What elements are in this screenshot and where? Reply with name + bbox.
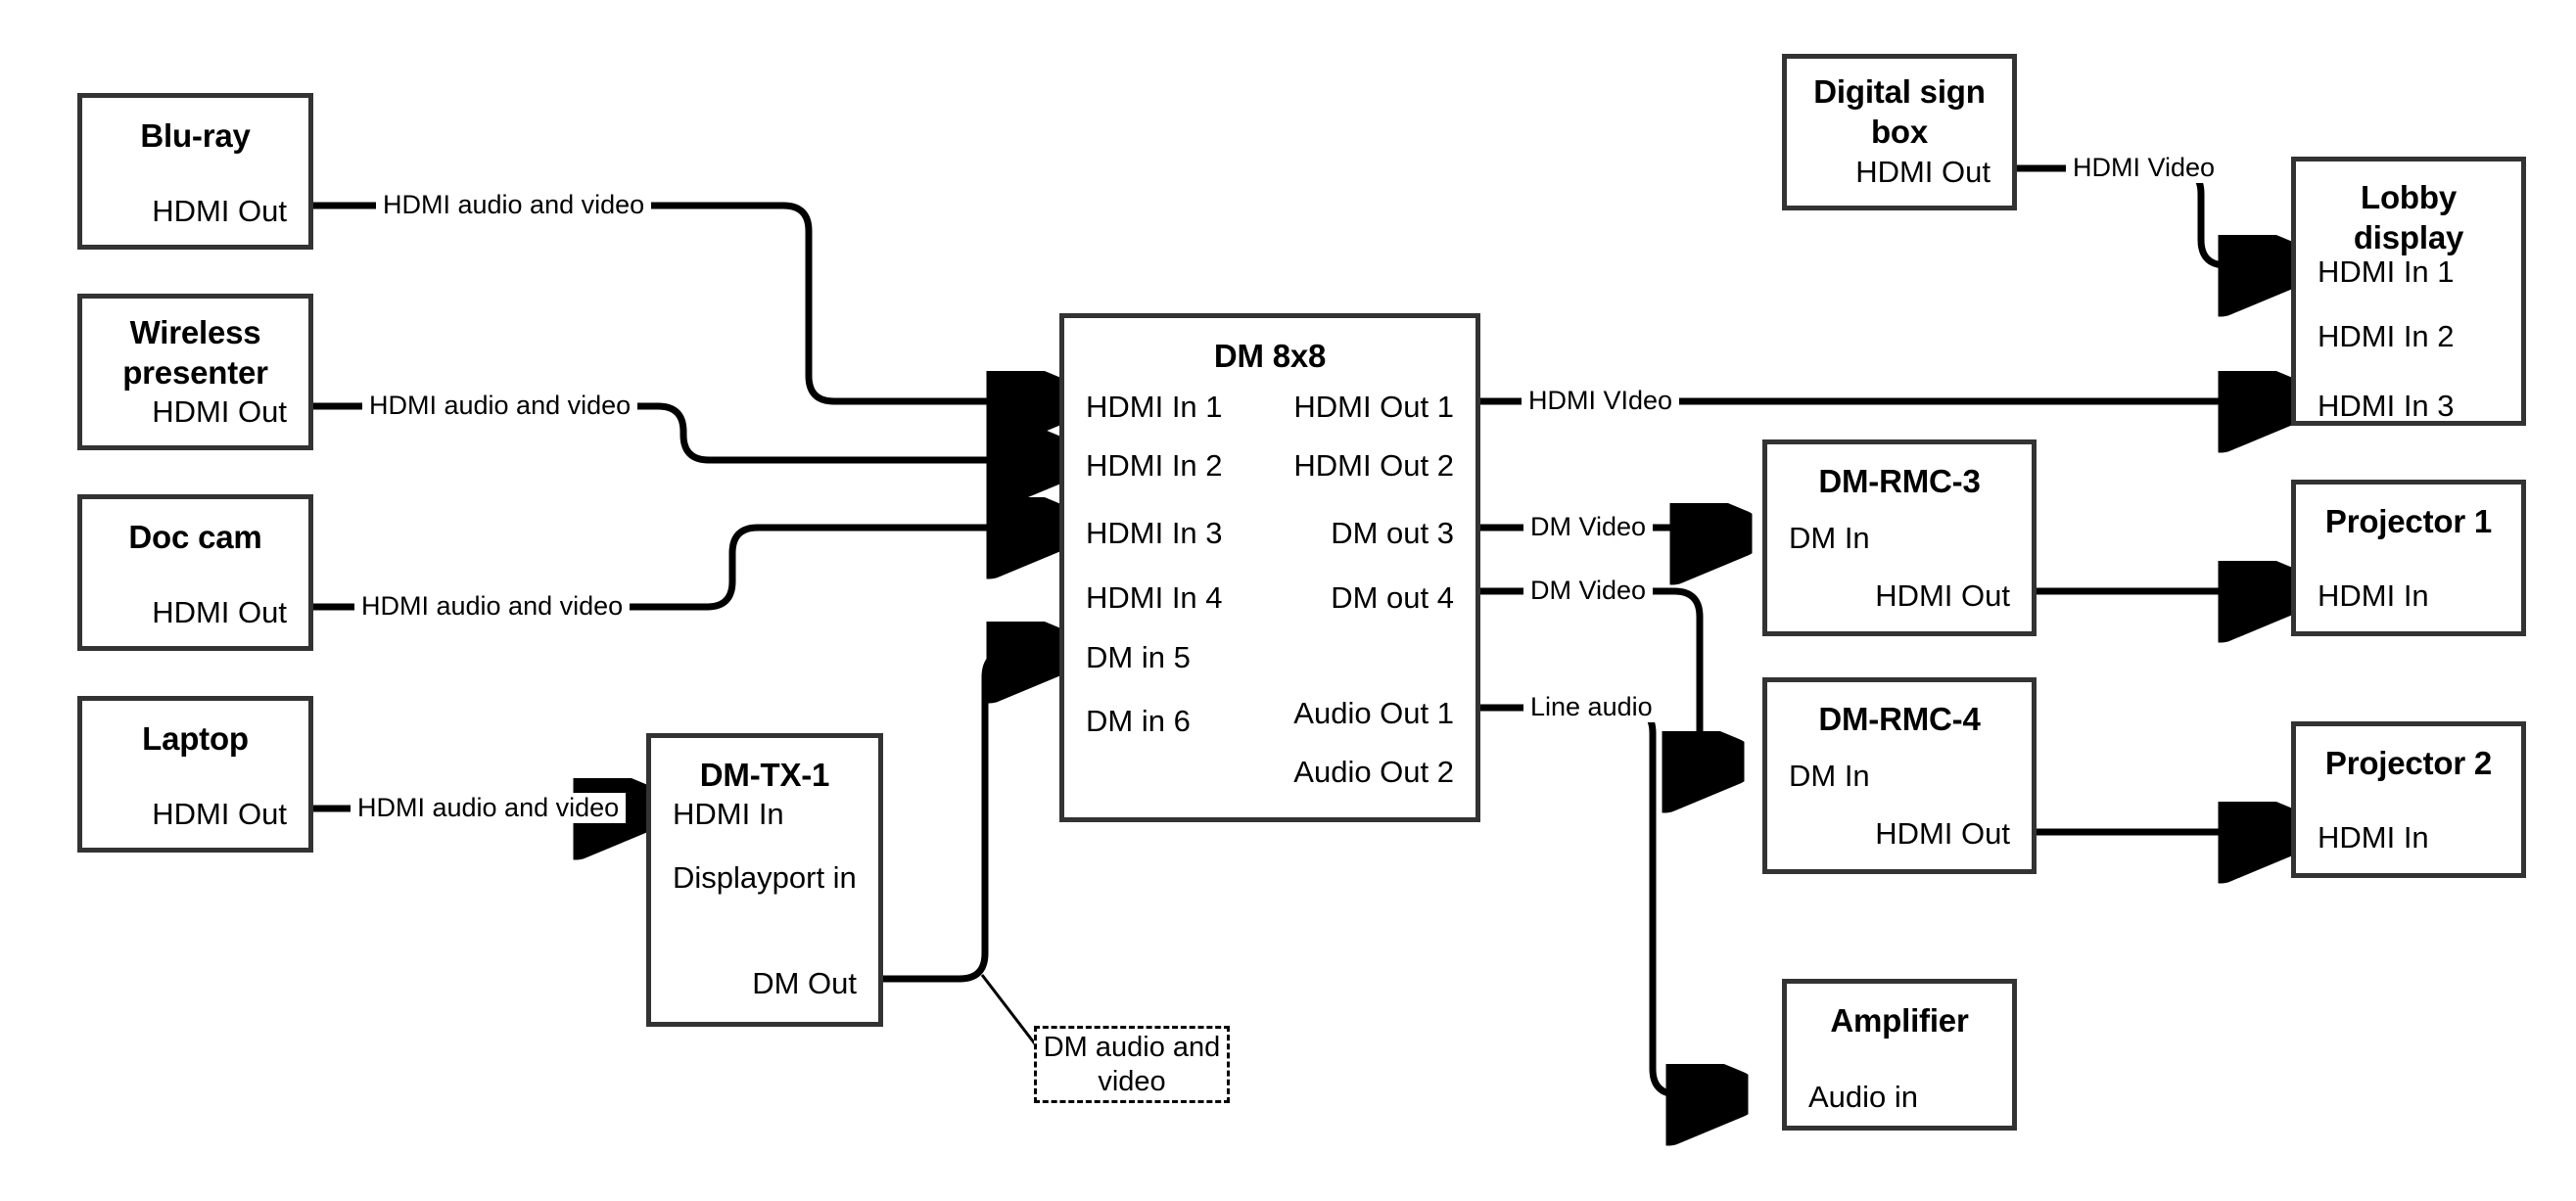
node-dm-rmc-4-port-hdmi-out: HDMI Out xyxy=(1875,816,2010,851)
node-lobby-display-port-hdmi-in-1: HDMI In 1 xyxy=(2318,254,2455,289)
wire-bluray-to-dm8x8 xyxy=(313,202,1050,401)
leader-line-dm-note xyxy=(980,974,1042,1051)
wire-dm8x8-audio1-to-amplifier xyxy=(1480,704,1729,1094)
node-blu-ray-port-hdmi-out: HDMI Out xyxy=(152,194,287,228)
node-lobby-display-title-line2: display xyxy=(2353,219,2464,255)
node-digital-sign-box-title-line2: box xyxy=(1870,114,1929,150)
edge-label-dm8x8-audio1-to-amplifier: Line audio xyxy=(1523,692,1660,722)
node-amplifier-port-audio-in: Audio in xyxy=(1808,1080,1919,1114)
wire-dm8x8-out3-to-rmc3 xyxy=(1480,527,1733,543)
node-projector-2[interactable]: Projector 2 HDMI In xyxy=(2291,721,2526,878)
node-dm-8x8-output-dm-out-3: DM out 3 xyxy=(1331,516,1454,550)
node-blu-ray[interactable]: Blu-ray HDMI Out xyxy=(77,93,313,250)
node-wireless-presenter-title-line1: Wireless xyxy=(129,314,261,350)
wire-doccam-to-dm8x8 xyxy=(313,528,1050,611)
node-digital-sign-box-title-line1: Digital sign xyxy=(1813,73,1986,110)
node-lobby-display[interactable]: Lobby display HDMI In 1 HDMI In 2 HDMI I… xyxy=(2291,157,2526,426)
edge-label-wireless-to-dm8x8: HDMI audio and video xyxy=(362,391,638,421)
node-amplifier[interactable]: Amplifier Audio in xyxy=(1782,979,2017,1131)
edge-label-dm8x8-out3-to-rmc3: DM Video xyxy=(1523,512,1654,542)
node-wireless-presenter-port-hdmi-out: HDMI Out xyxy=(152,394,287,429)
node-projector-2-title: Projector 2 xyxy=(2324,745,2493,781)
node-dm-rmc-4[interactable]: DM-RMC-4 DM In HDMI Out xyxy=(1762,677,2037,874)
node-dm-8x8-input-hdmi-in-2: HDMI In 2 xyxy=(1086,448,1223,483)
node-digital-sign-box-port-hdmi-out: HDMI Out xyxy=(1855,155,1991,189)
node-dm-8x8-output-audio-out-1: Audio Out 1 xyxy=(1293,696,1454,730)
node-dm-tx-1-port-hdmi-in: HDMI In xyxy=(673,797,784,831)
node-dm-rmc-3-title: DM-RMC-3 xyxy=(1818,463,1981,499)
node-lobby-display-title-line1: Lobby xyxy=(2361,179,2457,215)
node-digital-sign-box[interactable]: Digital sign box HDMI Out xyxy=(1782,54,2017,210)
edge-label-doccam-to-dm8x8: HDMI audio and video xyxy=(354,591,631,622)
node-dm-8x8-output-audio-out-2: Audio Out 2 xyxy=(1293,755,1454,789)
node-dm-8x8-input-dm-in-6: DM in 6 xyxy=(1086,704,1191,738)
node-dm-tx-1[interactable]: DM-TX-1 HDMI In Displayport in DM Out xyxy=(646,733,883,1027)
node-laptop[interactable]: Laptop HDMI Out xyxy=(77,696,313,853)
node-amplifier-title: Amplifier xyxy=(1830,1002,1969,1039)
wire-dmtx1-to-dm8x8 xyxy=(883,652,1050,983)
node-wireless-presenter[interactable]: Wireless presenter HDMI Out xyxy=(77,294,313,450)
node-dm-tx-1-port-displayport-in: Displayport in xyxy=(673,860,857,895)
node-dm-rmc-3-port-hdmi-out: HDMI Out xyxy=(1875,578,2010,613)
node-dm-8x8-input-hdmi-in-1: HDMI In 1 xyxy=(1086,390,1223,424)
node-dm-8x8-output-dm-out-4: DM out 4 xyxy=(1331,580,1454,615)
edge-label-dm8x8-out4-to-rmc4: DM Video xyxy=(1523,576,1654,606)
node-doc-cam-port-hdmi-out: HDMI Out xyxy=(152,595,287,629)
edge-label-bluray-to-dm8x8: HDMI audio and video xyxy=(376,190,652,220)
node-dm-8x8-input-hdmi-in-4: HDMI In 4 xyxy=(1086,580,1223,615)
node-dm-8x8-output-hdmi-out-1: HDMI Out 1 xyxy=(1293,390,1454,424)
node-dm-8x8-output-hdmi-out-2: HDMI Out 2 xyxy=(1293,448,1454,483)
node-dm-rmc-4-title: DM-RMC-4 xyxy=(1818,701,1981,737)
node-dm-8x8[interactable]: DM 8x8 HDMI In 1 HDMI In 2 HDMI In 3 HDM… xyxy=(1059,313,1480,822)
node-doc-cam-title: Doc cam xyxy=(128,519,262,555)
node-lobby-display-port-hdmi-in-3: HDMI In 3 xyxy=(2318,389,2455,423)
node-dm-rmc-3-port-dm-in: DM In xyxy=(1789,521,1870,555)
node-projector-2-port-hdmi-in: HDMI In xyxy=(2318,820,2429,855)
edge-label-laptop-to-dmtx1: HDMI audio and video xyxy=(351,793,627,823)
node-dm-rmc-3[interactable]: DM-RMC-3 DM In HDMI Out xyxy=(1762,439,2037,636)
node-laptop-port-hdmi-out: HDMI Out xyxy=(152,797,287,831)
edge-label-sign-to-lobby: HDMI Video xyxy=(2066,153,2223,183)
node-dm-8x8-input-hdmi-in-3: HDMI In 3 xyxy=(1086,516,1223,550)
node-wireless-presenter-title-line2: presenter xyxy=(122,354,268,391)
node-doc-cam[interactable]: Doc cam HDMI Out xyxy=(77,494,313,651)
node-dm-rmc-4-port-dm-in: DM In xyxy=(1789,759,1870,793)
node-blu-ray-title: Blu-ray xyxy=(140,117,251,154)
annotation-dm-audio-and-video: DM audio and video xyxy=(1034,1026,1230,1103)
node-dm-tx-1-title: DM-TX-1 xyxy=(699,757,830,793)
node-dm-8x8-title: DM 8x8 xyxy=(1213,338,1327,374)
node-laptop-title: Laptop xyxy=(142,720,249,757)
node-lobby-display-port-hdmi-in-2: HDMI In 2 xyxy=(2318,319,2455,353)
node-dm-8x8-input-dm-in-5: DM in 5 xyxy=(1086,640,1191,674)
node-dm-tx-1-port-dm-out: DM Out xyxy=(752,966,857,1000)
node-projector-1-title: Projector 1 xyxy=(2324,503,2493,539)
wire-wireless-to-dm8x8 xyxy=(313,402,1050,460)
node-projector-1-port-hdmi-in: HDMI In xyxy=(2318,578,2429,613)
wire-dm8x8-out4-to-rmc4 xyxy=(1480,587,1725,762)
edge-label-dm8x8-hdmiout1-to-lobby: HDMI VIdeo xyxy=(1522,386,1680,416)
node-projector-1[interactable]: Projector 1 HDMI In xyxy=(2291,480,2526,636)
